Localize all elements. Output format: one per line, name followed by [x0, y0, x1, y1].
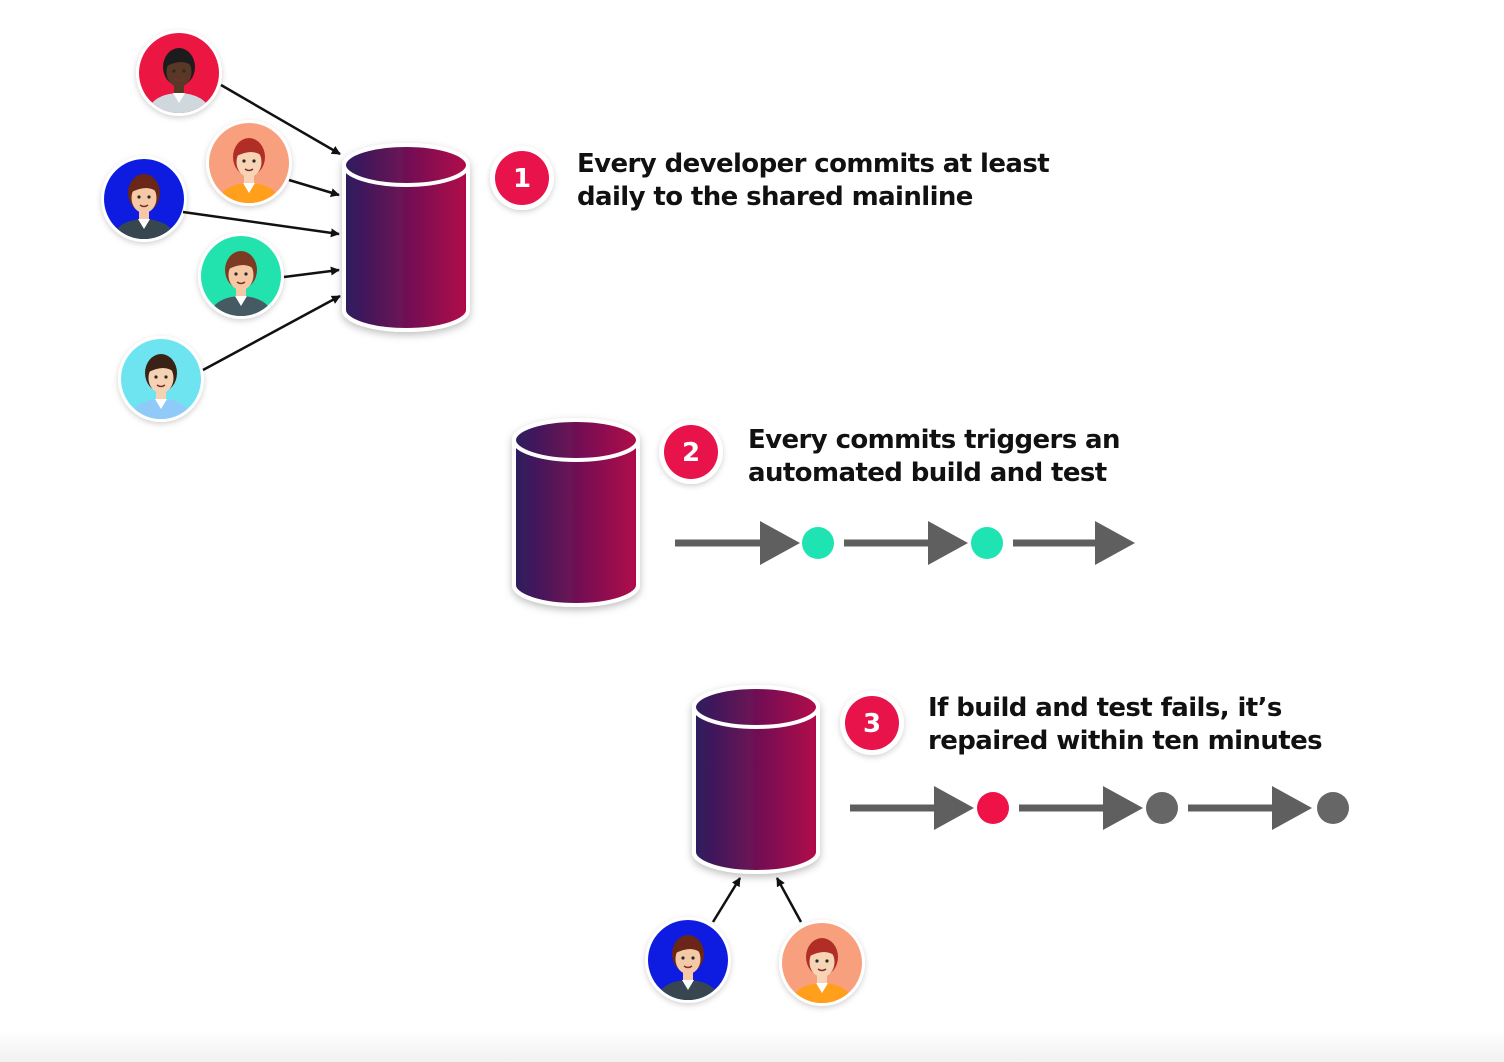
step-badge-2: 2: [659, 420, 723, 484]
repair-repository-icon: [692, 685, 820, 874]
step-number: 3: [863, 709, 881, 739]
build-status-failure: [977, 792, 1009, 824]
bottom-fade: [0, 1030, 1504, 1062]
step-3-description: If build and test fails, it’s repaired w…: [928, 693, 1322, 756]
step-1-description: Every developer commits at least daily t…: [577, 149, 1058, 212]
step-2-description: Every commits triggers an automated buil…: [748, 425, 1128, 488]
developer-avatar-icon: [136, 30, 222, 116]
developer-avatar-icon: [645, 917, 731, 1003]
build-status-pending: [1317, 792, 1349, 824]
step-2-line-1: Every commits triggers an: [748, 425, 1120, 455]
pipeline-arrow: [1188, 786, 1312, 830]
repair-pipeline: [850, 786, 1349, 830]
repair-arrows: [711, 877, 803, 923]
step-3-developers: [645, 917, 865, 1006]
pipeline-arrow: [1019, 786, 1143, 830]
pipeline-arrow: [1013, 521, 1135, 565]
build-pipeline: [675, 521, 1135, 565]
step-1-developers: [101, 30, 292, 422]
repair-arrow: [775, 877, 803, 923]
pipeline-arrow: [850, 786, 974, 830]
step-1-line-1: Every developer commits at least: [577, 149, 1049, 179]
step-number: 1: [513, 164, 531, 194]
step-3-line-1: If build and test fails, it’s: [928, 693, 1282, 723]
commit-arrow: [220, 83, 341, 156]
step-1: 1 Every developer commits at least daily…: [101, 30, 1058, 422]
commit-arrow: [283, 266, 340, 279]
developer-avatar-icon: [118, 336, 204, 422]
pipeline-arrow: [675, 521, 800, 565]
build-status-pending: [1146, 792, 1178, 824]
build-status-success: [802, 527, 834, 559]
commit-arrow: [182, 210, 340, 238]
commit-arrow: [288, 178, 340, 197]
developer-avatar-icon: [101, 156, 187, 242]
mainline-repository-icon: [342, 143, 470, 332]
developer-avatar-icon: [198, 233, 284, 319]
step-3: 3 If build and test fails, it’s repaired…: [645, 685, 1349, 1006]
step-3-line-2: repaired within ten minutes: [928, 726, 1322, 756]
step-badge-3: 3: [840, 691, 904, 755]
step-2-line-2: automated build and test: [748, 458, 1107, 488]
pipeline-arrow: [844, 521, 968, 565]
commit-arrow: [202, 294, 341, 372]
step-number: 2: [682, 438, 700, 468]
build-status-success: [971, 527, 1003, 559]
developer-avatar-icon: [206, 120, 292, 206]
step-1-line-2: daily to the shared mainline: [577, 182, 973, 212]
commit-arrows: [182, 83, 341, 372]
repair-arrow: [711, 877, 742, 923]
developer-avatar-icon: [779, 920, 865, 1006]
step-badge-1: 1: [490, 146, 554, 210]
step-2: 2 Every commits triggers an automated bu…: [512, 418, 1135, 607]
build-repository-icon: [512, 418, 640, 607]
